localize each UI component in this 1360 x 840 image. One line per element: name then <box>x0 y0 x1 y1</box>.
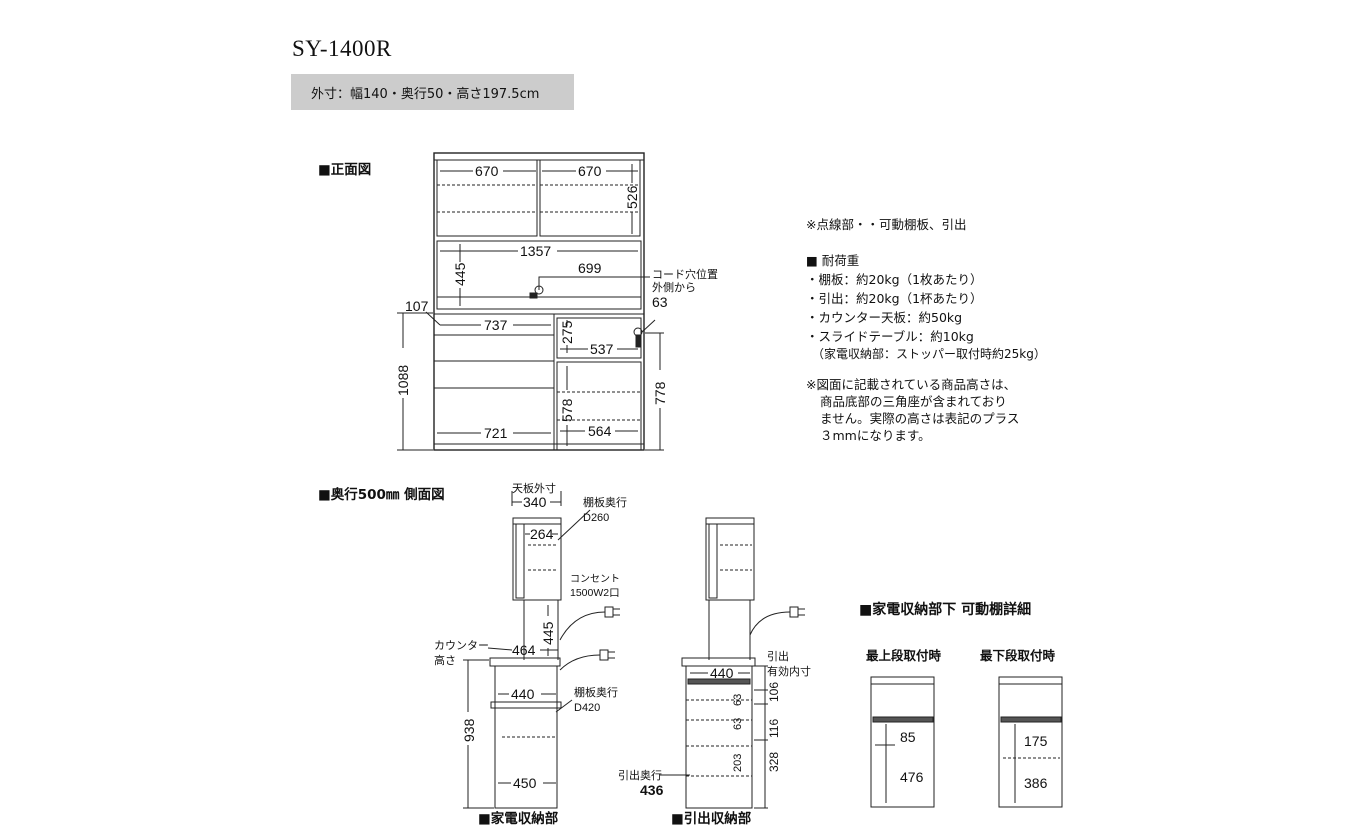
dim-label: 564 <box>588 423 612 439</box>
shelf-depth-label: 棚板奥行 <box>574 685 618 699</box>
dim-label: 537 <box>590 341 614 357</box>
shelf-depth-label: 棚板奥行 <box>583 495 627 509</box>
dim-label: 1357 <box>520 243 551 259</box>
load-item: ・カウンター天板：約50kg <box>806 310 963 325</box>
dim-label: 670 <box>475 163 499 179</box>
dim-label: 106 <box>767 682 781 702</box>
dim-label: 328 <box>767 752 781 772</box>
top-outer-label: 天板外寸 <box>512 481 556 495</box>
dim-label: 85 <box>900 729 916 745</box>
dim-label: 175 <box>1024 733 1048 749</box>
dim-label: 445 <box>540 621 556 645</box>
shelf-depth-label: D260 <box>583 512 609 524</box>
dim-label: 340 <box>523 494 547 510</box>
drawer-inner-label: 有効内寸 <box>767 664 811 678</box>
appliance-section-label: ■家電収納部 <box>478 811 559 827</box>
load-item: ・引出：約20kg（1杯あたり） <box>806 291 983 306</box>
bottom-stage-label: 最下段取付時 <box>980 648 1056 663</box>
dim-label: 670 <box>578 163 602 179</box>
cord-label: 外側から <box>652 281 696 294</box>
cord-label: コード穴位置 <box>652 267 718 281</box>
dim-label: 476 <box>900 769 924 785</box>
detail-drawings <box>870 676 1063 808</box>
front-view-title: ■正面図 <box>318 162 372 178</box>
dim-label: 938 <box>461 718 477 742</box>
dim-label: 386 <box>1024 775 1048 791</box>
dim-label: 63 <box>652 294 668 310</box>
dim-label: 445 <box>452 262 468 286</box>
dim-label: 1088 <box>395 365 411 396</box>
dim-label: 436 <box>640 782 664 798</box>
dimensions-text: 外寸：幅140・奥行50・高さ197.5cm <box>311 87 540 102</box>
dim-label: 464 <box>512 642 536 658</box>
load-item: ・スライドテーブル：約10kg <box>806 329 974 344</box>
dim-label: 275 <box>559 320 575 344</box>
top-stage-label: 最上段取付時 <box>866 648 942 663</box>
height-note-line: 商品底部の三角座が含まれており <box>820 394 1007 409</box>
dim-label: 440 <box>511 686 535 702</box>
dim-label: 63 <box>732 694 744 706</box>
drawer-section-label: ■引出収納部 <box>671 811 752 827</box>
side-view-title: ■奥行500㎜ 側面図 <box>318 487 445 503</box>
dim-label: 107 <box>405 298 429 314</box>
side-view-drawer-drawing <box>660 517 805 809</box>
load-item: ・棚板：約20kg（1枚あたり） <box>806 272 983 287</box>
dim-label: 778 <box>652 381 668 405</box>
counter-label: カウンター <box>434 639 489 652</box>
dim-label: 450 <box>513 775 537 791</box>
dotted-note: ※点線部・・可動棚板、引出 <box>806 217 967 232</box>
outlet-label: コンセント <box>570 573 620 585</box>
detail-title: ■家電収納部下 可動棚詳細 <box>859 602 1032 618</box>
load-item: （家電収納部：ストッパー取付時約25kg） <box>812 347 1046 361</box>
drawer-depth-label: 引出奥行 <box>618 768 662 782</box>
dim-label: 63 <box>732 718 744 730</box>
dim-label: 203 <box>732 754 744 772</box>
side-view-appliance-drawing <box>463 491 620 809</box>
dim-label: 721 <box>484 425 508 441</box>
dim-label: 699 <box>578 260 602 276</box>
dimensions-bar: 外寸：幅140・奥行50・高さ197.5cm <box>291 74 574 110</box>
outlet-label: 1500W2口 <box>570 587 620 599</box>
dim-label: 440 <box>710 665 734 681</box>
dim-label: 578 <box>559 398 575 422</box>
drawer-inner-label: 引出 <box>767 649 789 663</box>
model-name: SY-1400R <box>292 36 392 61</box>
dim-label: 526 <box>624 185 640 209</box>
counter-label: 高さ <box>434 653 456 667</box>
dim-label: 264 <box>530 526 554 542</box>
height-note-line: ※図面に記載されている商品高さは、 <box>806 377 1017 392</box>
load-title: ■ 耐荷重 <box>806 253 860 268</box>
front-view-drawing <box>397 152 664 451</box>
dim-label: 737 <box>484 317 508 333</box>
height-note-line: ３mmになります。 <box>820 428 931 443</box>
dim-label: 116 <box>767 719 781 738</box>
shelf-depth-label: D420 <box>574 702 600 714</box>
height-note-line: ません。実際の高さは表記のプラス <box>820 411 1020 426</box>
